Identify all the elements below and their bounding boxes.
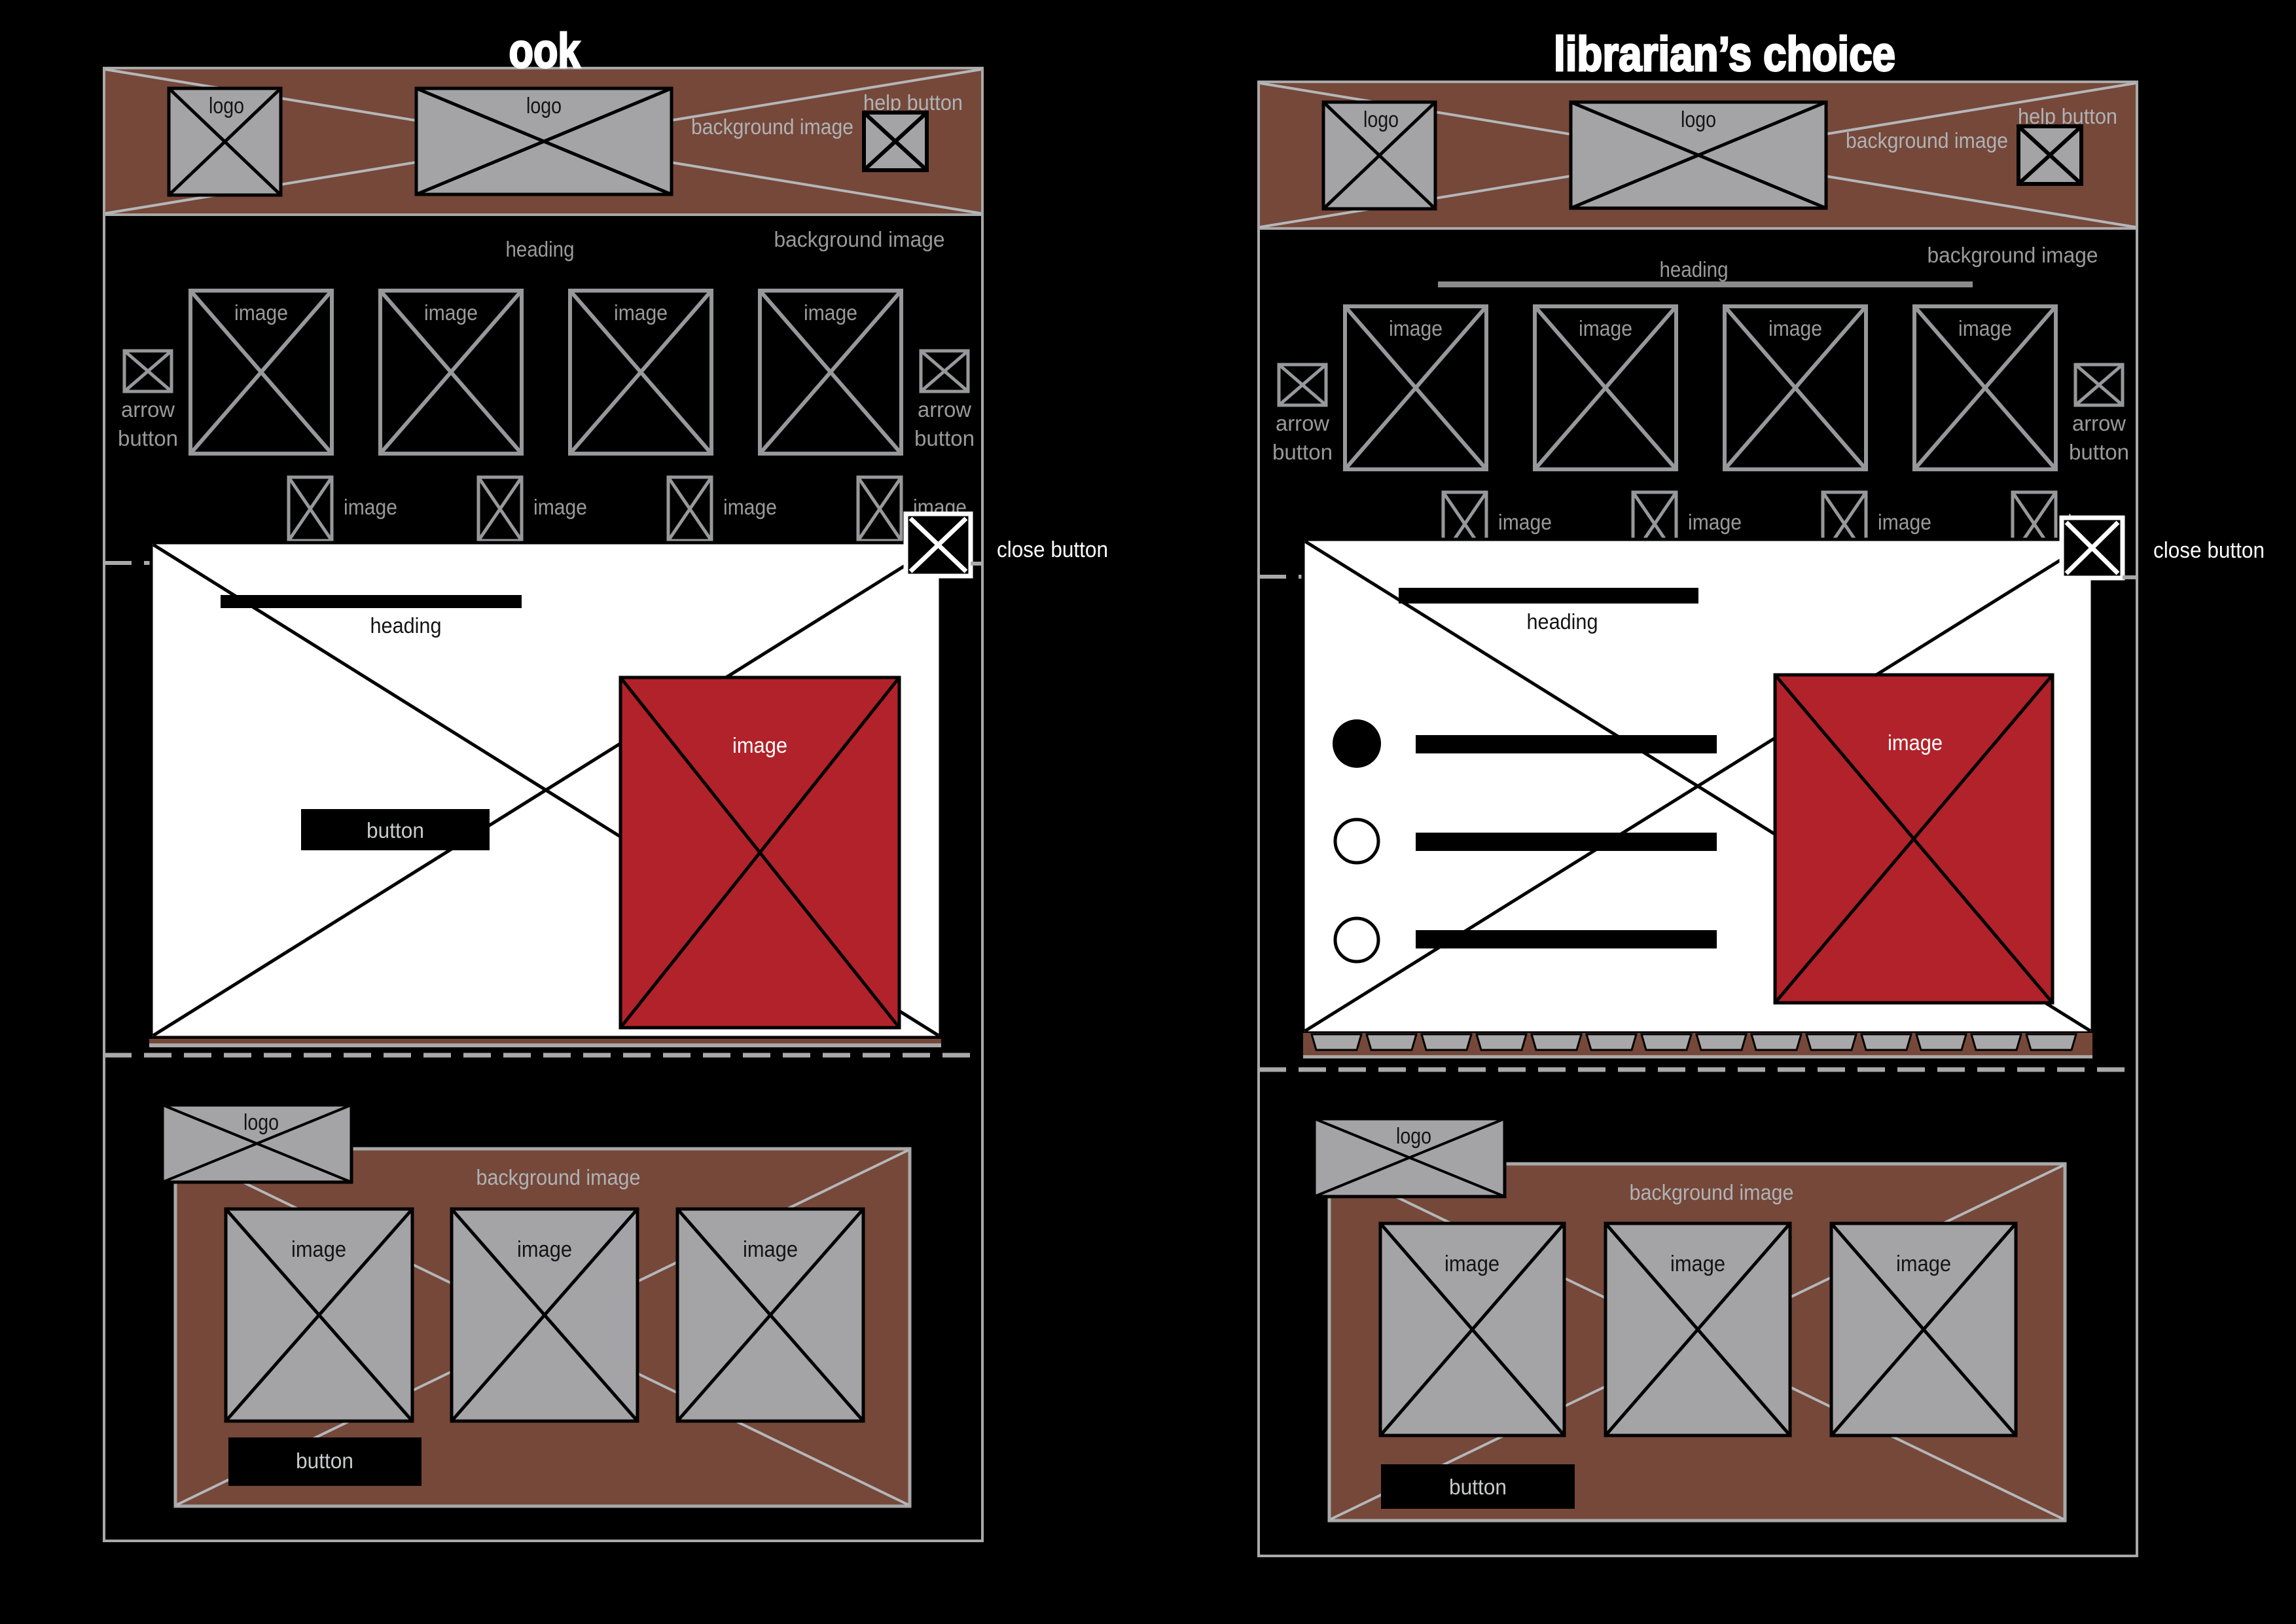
svg-text:image: image (424, 300, 478, 325)
svg-text:button: button (367, 818, 424, 842)
svg-text:image: image (234, 300, 288, 325)
svg-text:librarian’s choice: librarian’s choice (1554, 27, 1895, 81)
svg-text:image: image (1670, 1252, 1725, 1276)
svg-text:image: image (1498, 510, 1552, 534)
svg-text:close button: close button (2153, 538, 2265, 563)
svg-text:image: image (1389, 316, 1443, 340)
svg-text:background image: background image (476, 1165, 641, 1189)
svg-text:button: button (914, 426, 975, 450)
svg-text:image: image (533, 495, 587, 519)
svg-text:background image: background image (691, 115, 853, 139)
svg-text:background image: background image (1630, 1180, 1794, 1204)
svg-text:arrow: arrow (1276, 411, 1329, 435)
svg-text:image: image (1958, 316, 2012, 340)
svg-text:ook: ook (509, 24, 581, 78)
svg-text:background image: background image (1846, 128, 2008, 153)
svg-text:background image: background image (1928, 243, 2098, 267)
svg-text:image: image (517, 1237, 572, 1262)
svg-text:image: image (1688, 510, 1742, 534)
svg-text:image: image (1579, 316, 1632, 340)
svg-text:help button: help button (2018, 104, 2117, 128)
svg-text:help button: help button (863, 90, 963, 115)
svg-text:image: image (1888, 731, 1943, 755)
svg-text:button: button (118, 426, 178, 450)
svg-text:image: image (723, 495, 777, 519)
svg-text:heading: heading (1527, 609, 1598, 634)
svg-text:image: image (1768, 316, 1822, 340)
svg-text:logo: logo (526, 94, 562, 118)
svg-text:arrow: arrow (2072, 411, 2126, 435)
svg-text:logo: logo (1363, 107, 1399, 132)
svg-text:close button: close button (997, 537, 1108, 562)
svg-text:heading: heading (370, 613, 442, 638)
svg-text:logo: logo (1396, 1124, 1431, 1149)
svg-text:image: image (291, 1237, 346, 1262)
svg-text:button: button (1449, 1475, 1507, 1499)
svg-text:image: image (743, 1237, 798, 1262)
svg-text:background image: background image (774, 227, 945, 251)
svg-text:arrow: arrow (121, 397, 175, 422)
svg-text:button: button (2069, 440, 2129, 464)
svg-text:heading: heading (506, 237, 575, 261)
svg-text:image: image (614, 300, 668, 325)
svg-text:logo: logo (243, 1110, 279, 1135)
svg-text:image: image (804, 300, 857, 325)
svg-text:button: button (1272, 440, 1333, 464)
svg-text:image: image (732, 733, 787, 757)
svg-text:logo: logo (1681, 107, 1716, 132)
svg-text:image: image (1444, 1252, 1499, 1276)
svg-text:logo: logo (209, 94, 244, 118)
svg-text:button: button (296, 1449, 353, 1473)
svg-text:image: image (1896, 1252, 1951, 1276)
svg-text:image: image (344, 495, 397, 519)
svg-text:heading: heading (1660, 257, 1729, 281)
svg-text:arrow: arrow (918, 397, 971, 422)
svg-text:image: image (1878, 510, 1931, 534)
